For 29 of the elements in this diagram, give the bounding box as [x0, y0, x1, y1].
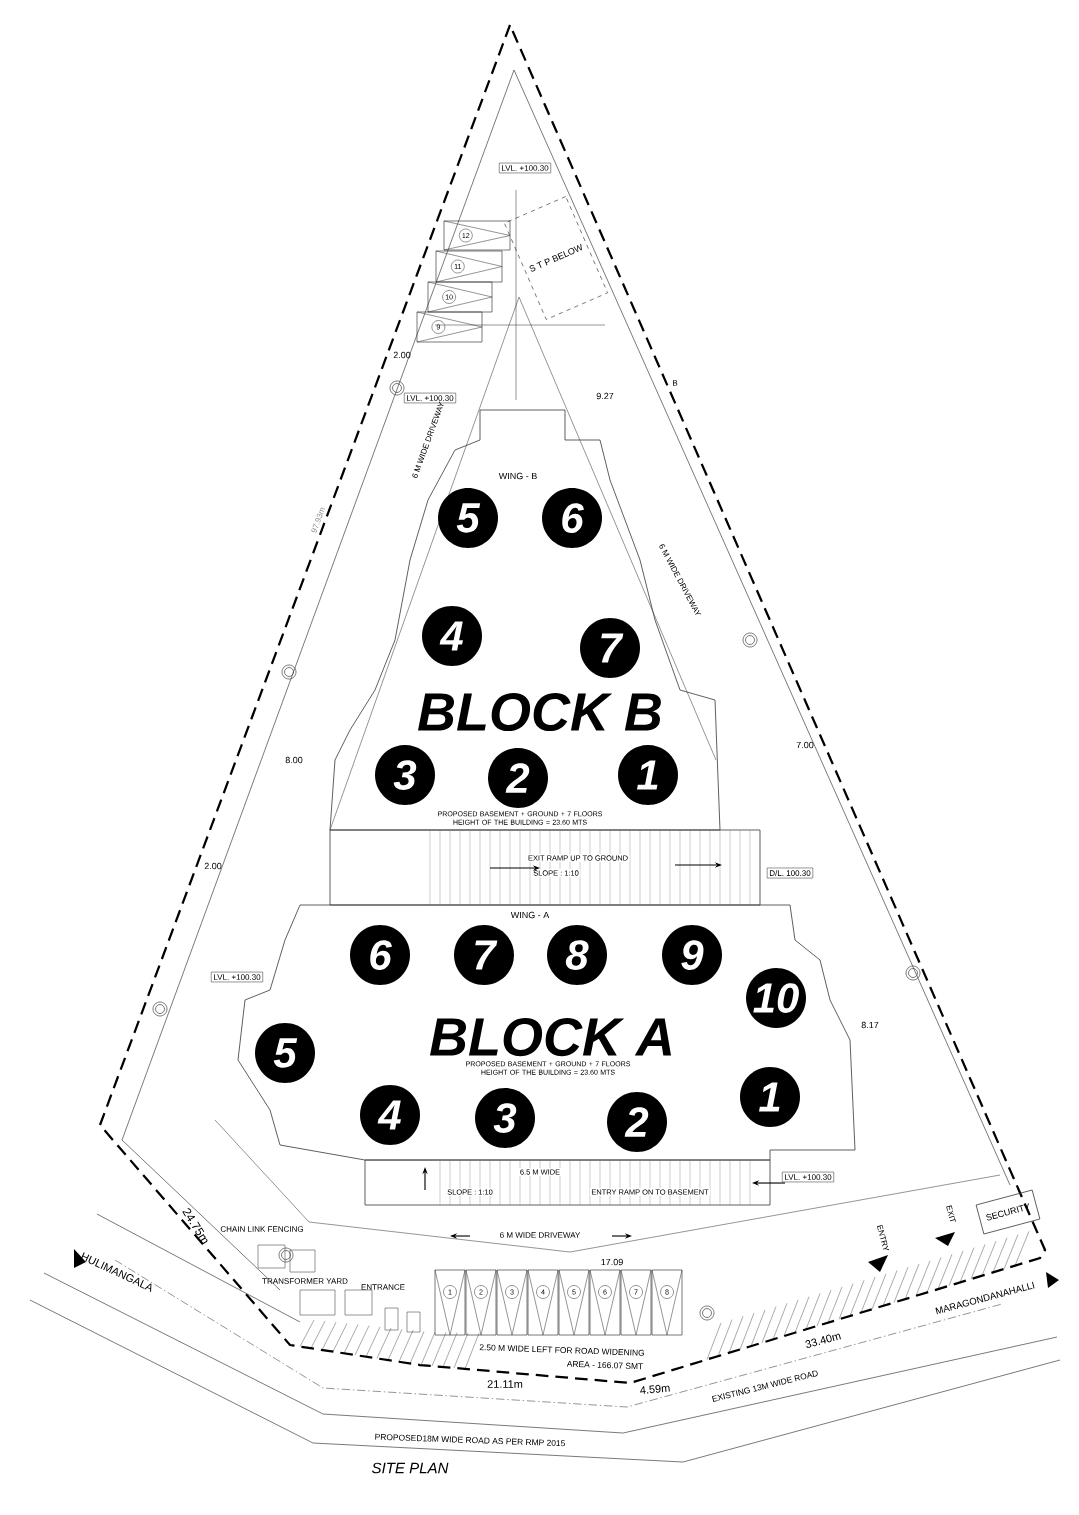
dimension-text: 8.00: [285, 756, 303, 764]
drawing-title: SITE PLAN: [371, 1462, 449, 1474]
plan-label: PROPOSED18M WIDE ROAD AS PER RMP 2015: [375, 1433, 565, 1447]
level-tag: D/L. 100.30: [766, 867, 814, 879]
dimension-text: 2.00: [204, 862, 222, 870]
level-tag: LVL. +100.30: [781, 1171, 835, 1183]
plan-label: 33.40m: [805, 1333, 841, 1348]
plan-label: CHAIN LINK FENCING: [220, 1226, 303, 1232]
plan-label: EXIT: [946, 1205, 956, 1222]
plan-label: ENTRANCE: [361, 1284, 405, 1290]
wing-label: WING - B: [498, 472, 537, 480]
plan-label: 6 M WIDE DRIVEWAY: [500, 1232, 581, 1238]
area-note: AREA - 166.07 SMT: [565, 1359, 645, 1371]
plan-label: B: [673, 380, 678, 386]
block-title: BLOCK B: [418, 692, 661, 732]
dimension-text: 9.27: [596, 392, 614, 400]
plan-label: 21.11m: [487, 1380, 523, 1388]
dimension-text: 17.09: [601, 1258, 623, 1266]
dimension-text: 7.00: [796, 741, 814, 749]
block-title: BLOCK A: [430, 1017, 671, 1057]
level-tag: LVL. +100.30: [210, 971, 264, 983]
level-tag: LVL. +100.30: [498, 162, 552, 174]
plan-label: 4.59m: [640, 1384, 670, 1394]
plan-label: TRANSFORMER YARD: [262, 1278, 348, 1284]
area-note: 2.50 M WIDE LEFT FOR ROAD WIDENING: [477, 1342, 647, 1358]
wing-label: WING - A: [510, 911, 550, 919]
dimension-text: 2.00: [393, 351, 411, 359]
dimension-text: 8.17: [861, 1021, 879, 1029]
plan-label: ENTRY: [877, 1224, 890, 1251]
